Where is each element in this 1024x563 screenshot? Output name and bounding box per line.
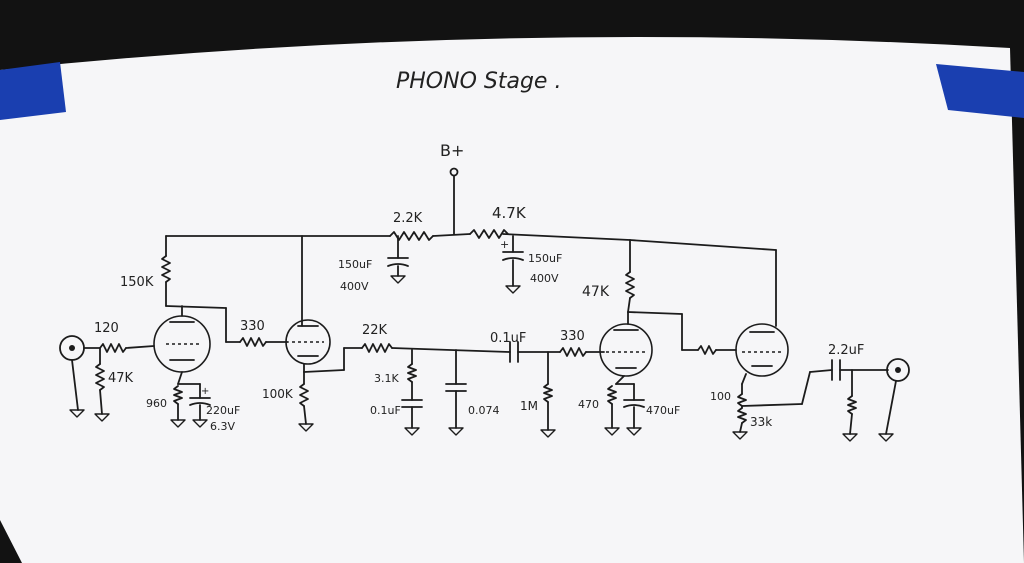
label-r-cath1: 960 [146, 397, 167, 410]
label-c-cath1-v: 6.3V [210, 420, 235, 433]
label-r-cath4: 100 [710, 390, 731, 403]
plate-resistor-3 [625, 239, 737, 355]
tape-right [936, 64, 1024, 118]
cathode-network-1: + [170, 371, 211, 428]
label-r-eq1: 22K [362, 323, 388, 338]
input-jack [59, 335, 155, 422]
label-c-out: 2.2uF [828, 343, 864, 358]
output-stage [831, 358, 910, 442]
supply-cap-1 [387, 235, 409, 284]
label-r-plate3: 47K [582, 284, 610, 300]
label-r-grid1: 47K [108, 371, 134, 386]
label-r-supply1: 2.2K [393, 211, 423, 226]
label-c-supply2-v: 400V [530, 272, 559, 285]
label-c-cath1: 220uF [206, 404, 240, 417]
label-r-plate1: 150K [120, 275, 154, 290]
label-r-grid2: 330 [240, 319, 265, 334]
label-r-cath4b: 33k [750, 415, 772, 429]
svg-text:+: + [201, 386, 209, 397]
label-c-couple: 0.1uF [490, 331, 526, 346]
label-r-in: 120 [94, 321, 119, 336]
label-c-supply1-v: 400V [340, 280, 369, 293]
label-r-eq2: 3.1K [374, 372, 399, 385]
label-r-cath2: 100K [262, 387, 294, 401]
label-c-eq2: 0.074 [468, 404, 500, 417]
cathode-resistor-2 [298, 347, 345, 432]
supply-cap-2: + [500, 235, 524, 294]
plate-resistor-1 [161, 235, 289, 347]
cathode-network-3 [604, 375, 645, 436]
supply-label: B+ [440, 141, 464, 160]
tube-3 [599, 311, 653, 377]
supply-rail [165, 167, 777, 251]
label-c-supply2: 150uF [528, 252, 562, 265]
coupling-stage-3 [509, 341, 605, 438]
cathode-network-4 [732, 369, 833, 440]
tube-4 [735, 249, 789, 377]
label-c-cath3: 470uF [646, 404, 680, 417]
paper-sheet [0, 37, 1024, 563]
tube-2 [285, 235, 331, 373]
eq-network [343, 343, 511, 436]
label-c-eq1: 0.1uF [370, 404, 401, 417]
label-c-supply1: 150uF [338, 258, 372, 271]
label-r-cath3: 470 [578, 398, 599, 411]
svg-text:+: + [500, 238, 509, 251]
tape-left [0, 62, 66, 120]
label-r-grid3: 330 [560, 329, 585, 344]
page-title: PHONO Stage . [396, 69, 561, 94]
label-r-supply2: 4.7K [492, 204, 527, 222]
label-r-leak3: 1M [520, 399, 538, 413]
